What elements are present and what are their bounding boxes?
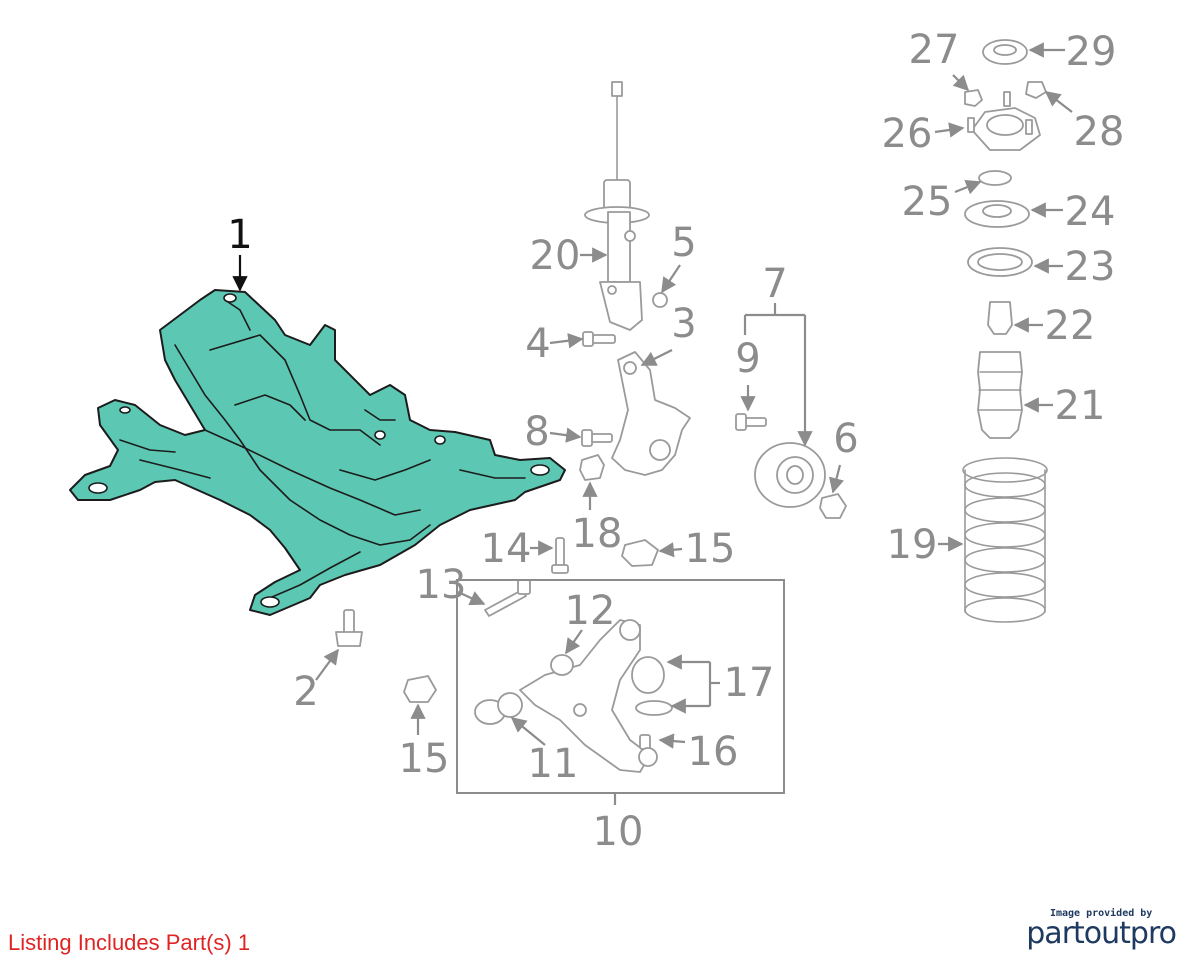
leader-27 — [952, 74, 970, 92]
callout-12: 12 — [565, 588, 616, 634]
listing-includes-text: Listing Includes Part(s) 1 — [8, 930, 251, 955]
partoutpro-logo: partoutpro — [1026, 916, 1177, 951]
leader-11 — [510, 717, 546, 746]
knuckle-part-3[interactable] — [611, 351, 691, 476]
credit-caption: Image provided by — [1049, 908, 1153, 919]
bolt-part-9[interactable] — [735, 413, 767, 431]
callout-8: 8 — [524, 409, 549, 455]
callout-13: 13 — [416, 562, 467, 608]
callout-21: 21 — [1055, 383, 1106, 429]
bolt-part-8[interactable] — [581, 429, 613, 447]
leader-8 — [549, 427, 582, 443]
callout-15-upper: 15 — [685, 526, 736, 572]
bump-stop-part-22[interactable] — [987, 301, 1013, 335]
leader-lines — [232, 42, 1073, 805]
bushing-part-17[interactable] — [631, 656, 673, 716]
bolt-part-2[interactable] — [335, 609, 363, 647]
callout-14: 14 — [481, 526, 532, 572]
callout-9: 9 — [735, 336, 760, 382]
callout-labels: 1 2 3 4 5 6 7 8 9 10 11 12 13 14 15 15 1… — [227, 27, 1124, 855]
washer-part-25[interactable] — [978, 170, 1012, 186]
bearing-part-29[interactable] — [982, 39, 1028, 65]
image-credit: Image provided by partoutpro — [1026, 908, 1177, 951]
callout-16: 16 — [688, 729, 739, 775]
leader-12 — [565, 629, 583, 655]
leader-6 — [829, 464, 844, 494]
callout-25: 25 — [902, 179, 953, 225]
callout-28: 28 — [1074, 109, 1125, 155]
callout-7: 7 — [762, 261, 787, 307]
seat-part-24[interactable] — [964, 200, 1030, 228]
callout-22: 22 — [1045, 303, 1096, 349]
nut-part-15-upper[interactable] — [621, 539, 659, 567]
nut-part-27[interactable] — [964, 89, 983, 107]
leader-16 — [658, 733, 686, 749]
callout-17: 17 — [724, 660, 775, 706]
ball-joint-part-16[interactable] — [638, 734, 658, 767]
bushing-part-11[interactable] — [474, 692, 523, 725]
callout-15-lower: 15 — [399, 736, 450, 782]
bolt-part-14[interactable] — [551, 537, 569, 574]
callout-19: 19 — [887, 522, 938, 568]
boot-part-21[interactable] — [977, 351, 1023, 439]
callout-4: 4 — [525, 321, 550, 367]
callout-3: 3 — [671, 301, 696, 347]
leader-28 — [1044, 91, 1073, 113]
callout-29: 29 — [1066, 29, 1117, 75]
callout-10: 10 — [593, 809, 644, 855]
bushing-part-12[interactable] — [550, 654, 574, 676]
control-arm-part-10[interactable] — [519, 619, 651, 773]
leader-3 — [640, 349, 673, 366]
strut-part-20[interactable] — [584, 81, 650, 331]
callout-20: 20 — [530, 233, 581, 279]
callout-11: 11 — [528, 741, 579, 787]
callout-23: 23 — [1065, 244, 1116, 290]
bolt-part-13[interactable] — [484, 579, 531, 617]
leader-2 — [315, 648, 339, 681]
callout-24: 24 — [1065, 189, 1116, 235]
leader-13 — [457, 591, 486, 606]
callout-18: 18 — [572, 511, 623, 557]
leader-5 — [661, 264, 681, 294]
coil-spring-part-19[interactable] — [962, 457, 1048, 623]
nut-part-15-lower[interactable] — [403, 675, 437, 703]
leader-15-upper — [658, 542, 683, 558]
callout-1: 1 — [227, 212, 252, 258]
callout-27: 27 — [909, 27, 960, 73]
insulator-part-23[interactable] — [967, 247, 1033, 277]
mount-part-26[interactable] — [967, 91, 1041, 151]
callout-5: 5 — [671, 220, 696, 266]
nut-part-18[interactable] — [579, 454, 605, 481]
nut-part-5[interactable] — [652, 292, 668, 308]
control-arm-group-frame — [456, 579, 785, 794]
nut-part-28[interactable] — [1025, 81, 1047, 99]
bolt-part-4[interactable] — [582, 331, 616, 347]
hub-part-7[interactable] — [754, 442, 826, 508]
subframe-part-1[interactable] — [69, 289, 566, 616]
callout-26: 26 — [882, 111, 933, 157]
leader-25 — [954, 179, 982, 195]
leader-4 — [549, 333, 584, 349]
callout-6: 6 — [833, 416, 858, 462]
nut-part-6[interactable] — [819, 493, 847, 519]
callout-2: 2 — [293, 669, 318, 715]
leader-26 — [934, 122, 965, 138]
